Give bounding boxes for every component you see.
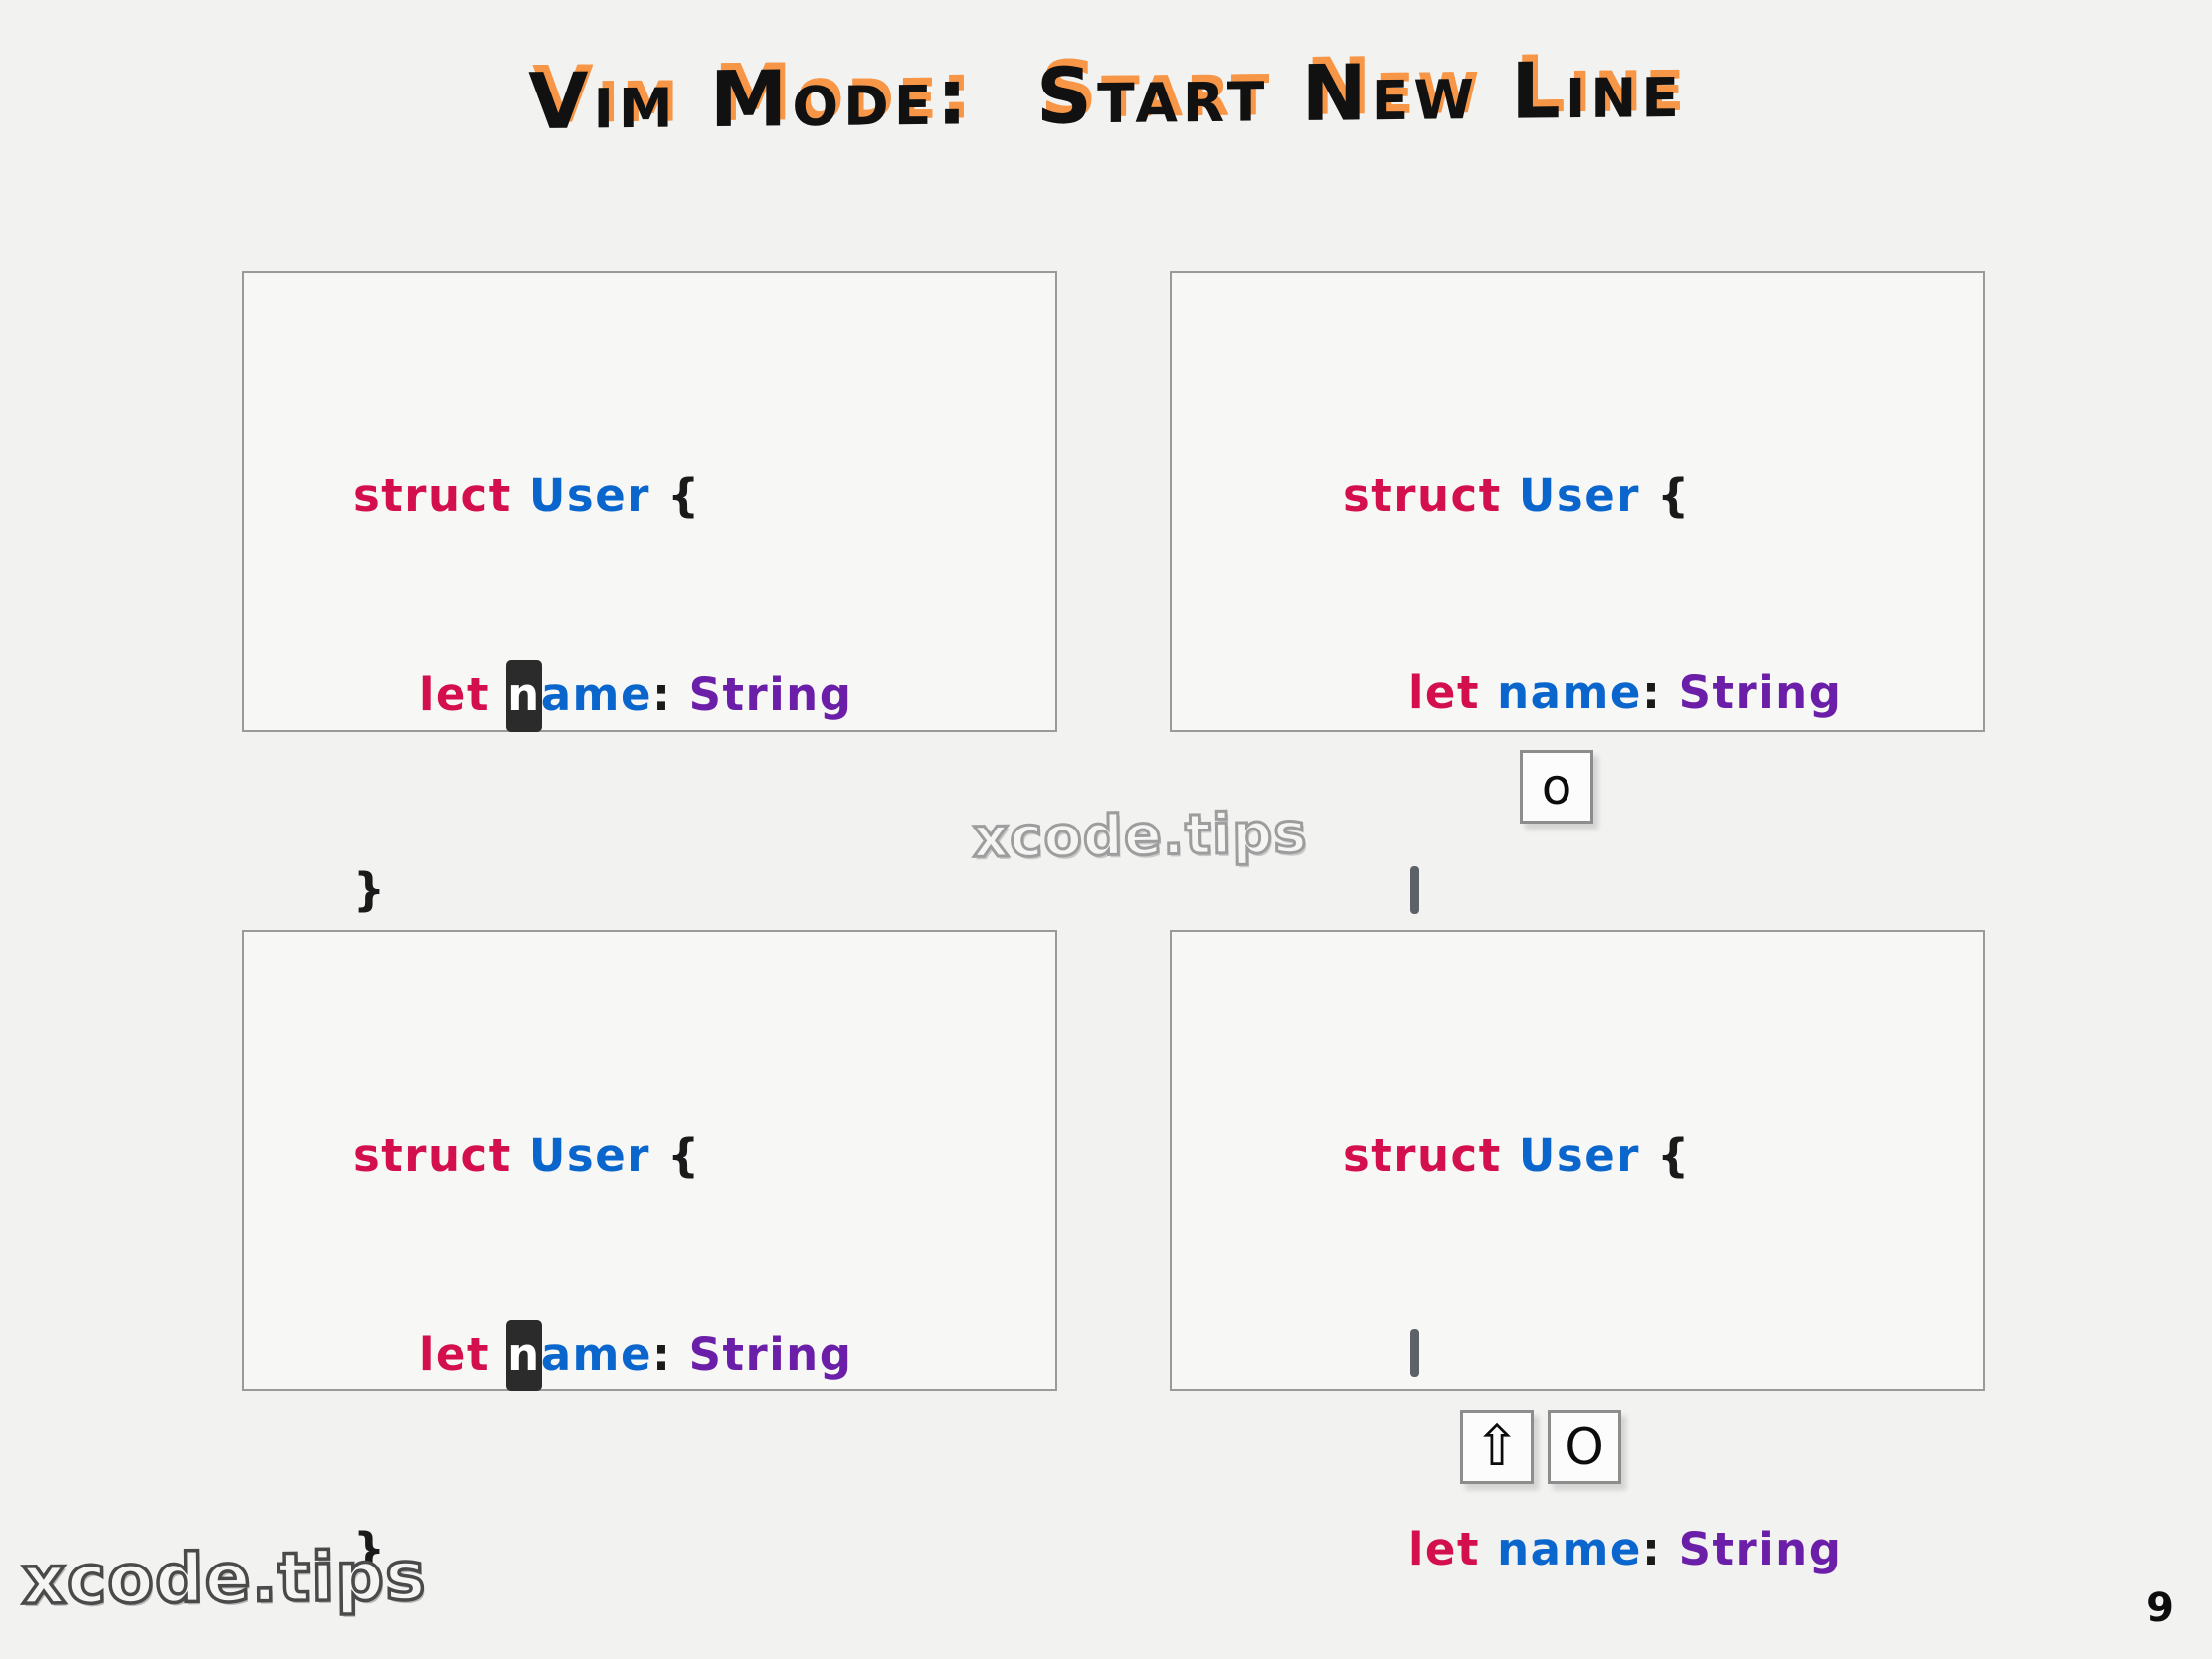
normal-mode-block-cursor: n (506, 1320, 542, 1391)
code-line-new-empty (1343, 1320, 1842, 1385)
keyword-let: let (419, 668, 490, 721)
code-panel-before-o: struct User { let name: String } (242, 271, 1057, 916)
type-string: String (688, 668, 853, 721)
keyword-struct: struct (1343, 1129, 1502, 1182)
keyword-let: let (419, 1328, 490, 1381)
code-line: let name: String (1343, 660, 1842, 726)
watermark-center: xcode.tips (971, 800, 1309, 872)
identifier-name-rest: ame (540, 1328, 652, 1381)
type-string: String (688, 1328, 853, 1381)
normal-mode-block-cursor: n (506, 660, 542, 732)
identifier-name-rest: ame (540, 668, 652, 721)
insert-mode-caret (1410, 1329, 1419, 1377)
brace-open: { (667, 469, 701, 522)
identifier-name: name (1497, 666, 1642, 719)
brace-close: } (353, 1523, 387, 1575)
key-o[interactable]: o (1520, 750, 1593, 824)
type-string: String (1678, 1523, 1843, 1575)
keyword-let: let (1408, 1523, 1480, 1575)
colon: : (651, 668, 672, 721)
code-line-new-empty (1343, 857, 1842, 923)
code-line: struct User { (353, 463, 852, 529)
type-user: User (528, 1129, 650, 1182)
code-block: struct User { let name: String } (353, 332, 852, 1054)
keyword-struct: struct (353, 1129, 512, 1182)
type-user: User (1518, 469, 1640, 522)
page-number: 9 (2146, 1585, 2174, 1631)
colon: : (1641, 666, 1662, 719)
keycap-row-shift-o: ⇧ O (1460, 1410, 1621, 1484)
code-line: struct User { (353, 1123, 852, 1189)
code-line: } (353, 1517, 852, 1582)
code-block: struct User { let name: String } (353, 992, 852, 1659)
keyword-struct: struct (353, 469, 512, 522)
code-line: let name: String (1343, 1517, 1842, 1582)
page-title: Vim Mode: Start New Line (528, 45, 1684, 148)
code-panel-after-o: struct User { let name: String } (1170, 271, 1985, 1113)
code-line: let name: String (353, 1320, 853, 1391)
brace-open: { (667, 1129, 701, 1182)
brace-close: } (353, 863, 387, 916)
brace-open: { (1657, 1129, 1691, 1182)
key-shift-icon[interactable]: ⇧ (1460, 1410, 1534, 1484)
type-user: User (1518, 1129, 1640, 1182)
type-user: User (528, 469, 650, 522)
code-line: struct User { (1343, 1123, 1842, 1189)
brace-open: { (1657, 469, 1691, 522)
code-panel-after-shift-o: struct User { let name: String } (1170, 930, 1985, 1575)
colon: : (1641, 1523, 1662, 1575)
type-string: String (1678, 666, 1843, 719)
key-O[interactable]: O (1548, 1410, 1621, 1484)
code-block: struct User { let name: String } (1343, 992, 1842, 1659)
keyword-struct: struct (1343, 469, 1502, 522)
keycap-row-o: o (1520, 750, 1593, 824)
watermark-logo: xcode.tips (20, 1536, 429, 1622)
colon: : (651, 1328, 672, 1381)
insert-mode-caret (1410, 866, 1419, 914)
code-line: let name: String (353, 660, 853, 732)
identifier-name: name (1497, 1523, 1642, 1575)
keyword-let: let (1408, 666, 1480, 719)
code-line: } (353, 857, 852, 923)
code-line: struct User { (1343, 463, 1842, 529)
code-panel-before-shift-o: struct User { let name: String } (242, 930, 1057, 1575)
